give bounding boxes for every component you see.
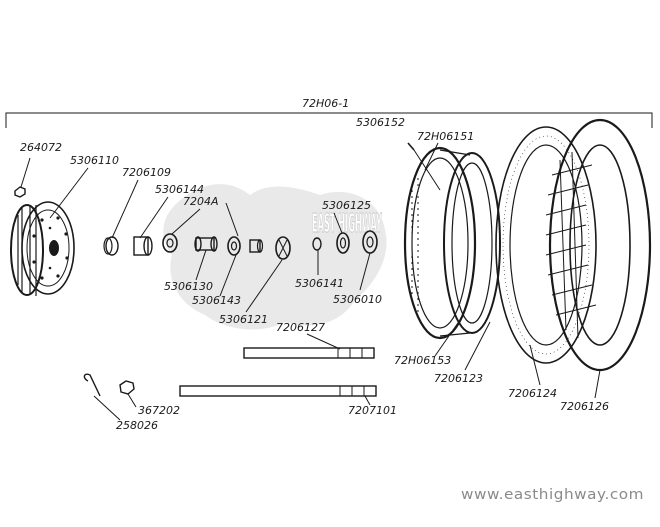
watermark-logo: EAST HIGHWAY xyxy=(163,184,387,330)
label-7207101: 7207101 xyxy=(348,404,397,417)
spacer-7206109 xyxy=(103,236,119,256)
washer-small xyxy=(249,239,264,253)
watermark-splash xyxy=(163,184,387,330)
axle-nut-367202 xyxy=(119,380,135,395)
ring-5306141 xyxy=(312,237,322,251)
rim xyxy=(403,146,501,340)
label-258026: 258026 xyxy=(116,419,158,432)
bearing-7204A xyxy=(162,233,178,253)
label-5306110: 5306110 xyxy=(70,154,119,167)
axle-7207101 xyxy=(179,385,377,397)
spacer-tube-5306130 xyxy=(194,236,218,252)
label-5306152: 5306152 xyxy=(356,116,405,129)
label-7204A: 7204A xyxy=(183,195,219,208)
label-5306144: 5306144 xyxy=(155,183,204,196)
bearing-5306125 xyxy=(336,232,350,254)
label-5306125: 5306125 xyxy=(322,199,371,212)
label-5306143: 5306143 xyxy=(192,294,241,307)
assembly-bracket: 72H06-1 xyxy=(5,97,653,128)
bearing-5306143 xyxy=(227,236,241,256)
cover-5306121 xyxy=(275,236,291,260)
bushing-5306144 xyxy=(133,236,153,256)
label-7206127: 7206127 xyxy=(276,321,325,334)
axle-7206127 xyxy=(243,347,375,359)
label-5306130: 5306130 xyxy=(164,280,213,293)
tyre xyxy=(545,118,652,372)
label-5306010: 5306010 xyxy=(333,293,382,306)
spoke-nipple-5306152 xyxy=(407,142,441,191)
site-watermark: www.easthighway.com xyxy=(461,487,644,503)
label-5306121: 5306121 xyxy=(219,313,268,326)
label-72H06151: 72H06151 xyxy=(417,130,474,143)
label-264072: 264072 xyxy=(20,141,62,154)
label-7206124: 7206124 xyxy=(508,387,557,400)
cotter-pin-258026 xyxy=(83,373,101,397)
callout-labels: 264072 5306110 7206109 5306144 7204A 530… xyxy=(20,116,609,432)
label-7206126: 7206126 xyxy=(560,400,609,413)
leader-lines xyxy=(49,142,601,421)
label-367202: 367202 xyxy=(138,404,180,417)
label-72H06153: 72H06153 xyxy=(394,354,451,367)
label-5306141: 5306141 xyxy=(295,277,344,290)
assembly-code-label: 72H06-1 xyxy=(302,97,349,110)
label-7206123: 7206123 xyxy=(434,372,483,385)
nut-264072 xyxy=(14,157,31,198)
hub xyxy=(10,201,75,296)
inner-tube xyxy=(495,126,597,364)
watermark-logo-text: EAST HIGHWAY xyxy=(312,209,382,239)
label-7206109: 7206109 xyxy=(122,166,171,179)
